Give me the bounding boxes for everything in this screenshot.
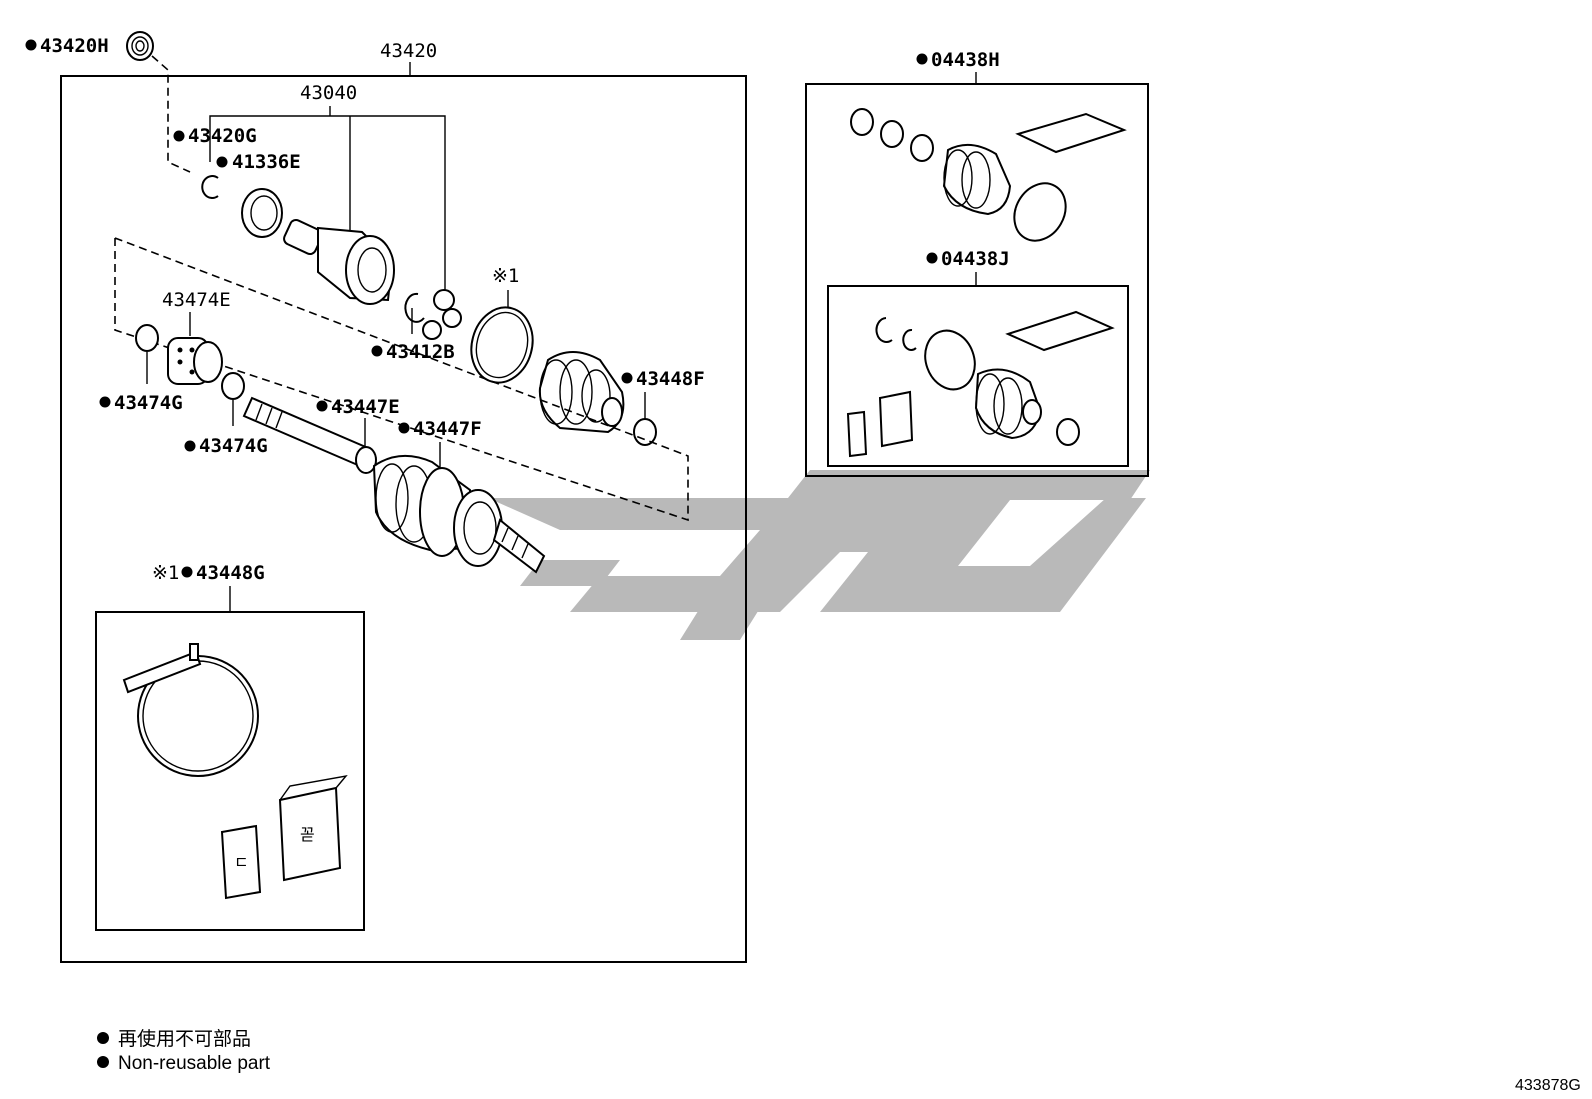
label-43420H: 43420H [40, 35, 109, 57]
part-43474G-clamp-a [135, 324, 159, 352]
label-43420G: 43420G [188, 125, 257, 147]
legend-english: Non-reusable part [118, 1053, 271, 1074]
non-reusable-dot [181, 566, 193, 578]
label-43474G-b: 43474G [199, 435, 268, 457]
label-43447F: 43447F [413, 418, 482, 440]
part-04438J-snap-ring [875, 317, 893, 343]
grease-mark: 꼳 [300, 827, 315, 844]
label-43448G: 43448G [196, 562, 265, 584]
part-04438J-large-clamp [924, 329, 976, 391]
part-boot-clamp-large [470, 306, 534, 384]
part-label-sheet: ㄷ [220, 824, 262, 900]
non-reusable-dot [173, 130, 185, 142]
kit-04438H-box [805, 83, 1149, 477]
label-04438H: 04438H [931, 49, 1000, 71]
kit-04438J-box [827, 285, 1129, 467]
label-43447E: 43447E [331, 396, 400, 418]
label-43040: 43040 [300, 82, 357, 104]
part-04438J-small-clamp [1056, 418, 1080, 446]
part-04438J-grease [1005, 310, 1115, 352]
non-reusable-dot [398, 422, 410, 434]
non-reusable-dot [216, 156, 228, 168]
non-reusable-dot [916, 53, 928, 65]
part-04438J-boot [974, 368, 1042, 440]
part-04438J-sheet [846, 410, 868, 458]
label-43420: 43420 [380, 40, 437, 62]
part-43447E-clamp [355, 446, 377, 474]
non-reusable-dot [184, 440, 196, 452]
part-43448G-band-clamp [122, 643, 259, 777]
non-reusable-dot [926, 252, 938, 264]
part-43474G-clamp-b [221, 372, 245, 400]
label-41336E: 41336E [232, 151, 301, 173]
part-04438H-grease [1015, 112, 1127, 154]
part-snap-ring [201, 175, 219, 199]
part-43040-inboard-joint [283, 219, 395, 305]
diagram-code: 433878G [1515, 1077, 1581, 1094]
non-reusable-dot [99, 396, 111, 408]
part-04438H-large-clamp [1013, 182, 1067, 242]
kit-43448G-box [95, 611, 365, 931]
label-43474G-a: 43474G [114, 392, 183, 414]
part-grease-pack: 꼳 [278, 774, 348, 882]
part-tripod [422, 289, 462, 340]
legend-japanese: 再使用不可部品 [118, 1028, 251, 1050]
legend-dot [97, 1056, 109, 1068]
non-reusable-dot [621, 372, 633, 384]
part-04438H-clamps [850, 108, 934, 162]
non-reusable-dot [316, 400, 328, 412]
label-ref-x1: ※1 [492, 265, 519, 287]
label-43448G-ref: ※1 [152, 562, 179, 584]
label-04438J: 04438J [941, 248, 1010, 270]
non-reusable-dot [371, 345, 383, 357]
part-inboard-boot [538, 351, 625, 434]
watermark-logo [488, 470, 1150, 640]
part-04438J-ring [902, 328, 917, 351]
part-04438H-boot [942, 143, 1012, 216]
label-43412B: 43412B [386, 341, 455, 363]
sheet-mark: ㄷ [234, 855, 249, 872]
legend: 再使用不可部品 Non-reusable part [97, 1028, 271, 1074]
label-43474E: 43474E [162, 289, 231, 311]
part-outboard-joint [372, 455, 546, 574]
label-43448F: 43448F [636, 368, 705, 390]
part-41336E-oil-seal [241, 188, 283, 238]
part-43420H-nut [126, 31, 154, 61]
non-reusable-dot [25, 39, 37, 51]
legend-dot [97, 1032, 109, 1044]
part-43412B-snap-ring [404, 292, 425, 323]
part-04438J-pack [878, 390, 914, 448]
part-43474E-damper [167, 337, 223, 385]
assembly-43420-box [60, 75, 747, 963]
part-43448F-clamp [633, 418, 657, 446]
